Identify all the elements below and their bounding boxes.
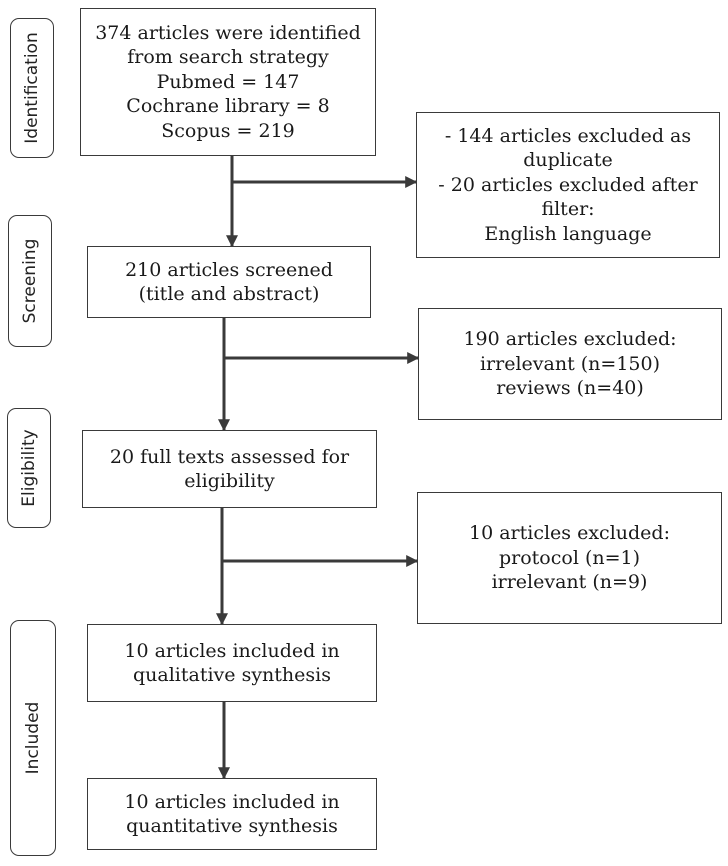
- box-excluded-eligibility: 10 articles excluded:protocol (n=1)irrel…: [417, 492, 722, 624]
- box-line: (title and abstract): [138, 283, 320, 305]
- box-screened: 210 articles screened(title and abstract…: [87, 246, 371, 318]
- stage-included: Included: [10, 620, 56, 856]
- box-line: irrelevant (n=9): [491, 571, 648, 594]
- box-line: protocol (n=1): [498, 546, 641, 569]
- box-line: 374 articles were identified: [95, 21, 361, 44]
- box-line: quantitative synthesis: [126, 815, 338, 837]
- box-line: 10 articles excluded:: [469, 522, 670, 545]
- stage-eligibility: Eligibility: [7, 408, 51, 528]
- box-line: Scopus = 219: [161, 119, 295, 142]
- box-line: Cochrane library = 8: [126, 95, 330, 118]
- box-line: irrelevant (n=150): [479, 352, 661, 375]
- box-line: - 144 articles excluded as: [444, 124, 692, 147]
- box-line: qualitative synthesis: [133, 664, 331, 686]
- box-line: from search strategy: [127, 46, 329, 69]
- box-line: - 20 articles excluded after: [438, 173, 698, 196]
- box-line: reviews (n=40): [496, 377, 644, 400]
- box-line: filter:: [541, 198, 595, 221]
- box-line: 210 articles screened: [125, 258, 333, 281]
- box-line: eligibility: [184, 470, 275, 492]
- box-line: 20 full texts assessed for: [109, 445, 350, 468]
- stage-identification: Identification: [10, 18, 54, 158]
- box-line: 190 articles excluded:: [463, 328, 677, 351]
- box-line: 10 articles included in: [124, 790, 340, 813]
- box-line: Pubmed = 147: [156, 70, 300, 93]
- box-line: 10 articles included in: [124, 639, 340, 662]
- box-excluded-screening: 190 articles excluded:irrelevant (n=150)…: [418, 308, 722, 420]
- box-line: duplicate: [523, 149, 613, 172]
- box-line: English language: [484, 222, 652, 245]
- stage-screening: Screening: [8, 215, 52, 347]
